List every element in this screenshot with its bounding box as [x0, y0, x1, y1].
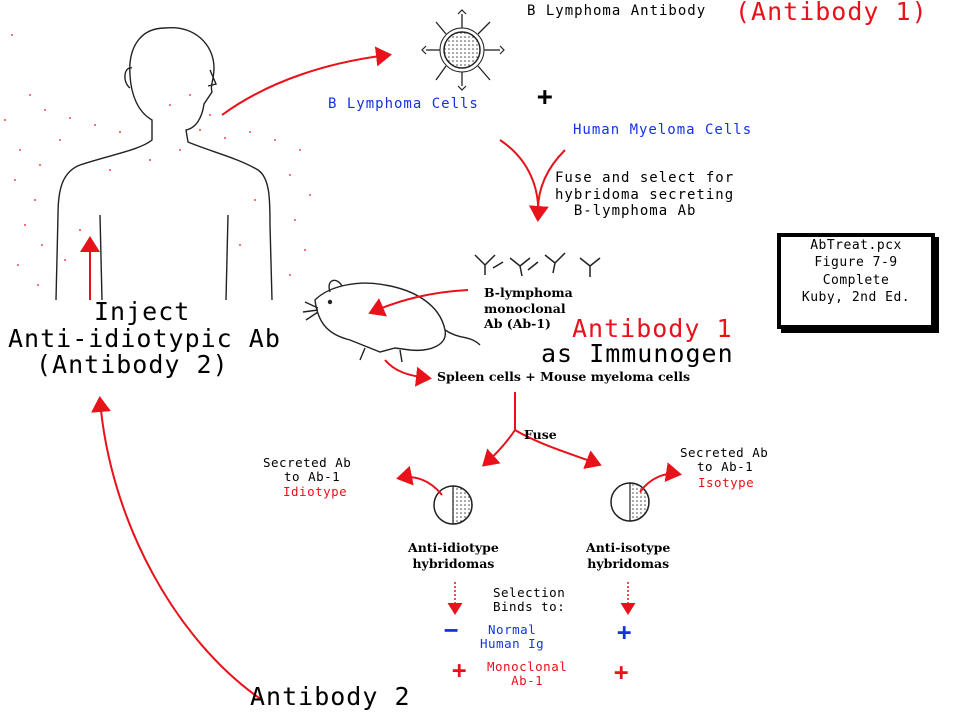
figure-info-box: AbTreat.pcx Figure 7-9 Complete Kuby, 2n…	[777, 233, 935, 329]
head-outline	[55, 27, 166, 301]
arrow-fuse-left-branch	[482, 429, 516, 467]
info-figure: Figure 7-9	[814, 255, 898, 271]
inject-label-line3: (Antibody 2)	[36, 350, 229, 379]
plus-sign-left-red: +	[452, 656, 467, 684]
anti-isotype-cell	[610, 482, 650, 522]
info-status: Complete	[822, 272, 890, 288]
mouse	[302, 279, 481, 363]
idiotype-label: Idiotype	[283, 484, 348, 499]
arrow-mouse-to-spleen	[384, 359, 432, 387]
arrow-antibody2-to-inject	[91, 396, 263, 701]
spleen-cells-label: Spleen cells + Mouse myeloma cells	[437, 369, 691, 384]
b-lymphoma-antibody-label: B Lymphoma Antibody	[527, 3, 707, 19]
plus-sign-right-blue: +	[617, 618, 632, 646]
arrow-fuse-right	[537, 149, 566, 211]
anti-idiotype-hybridomas-label: Anti-idiotype hybridomas	[408, 540, 499, 572]
anti-isotype-hybridomas-label: Anti-isotype hybridomas	[586, 540, 671, 572]
human-figure	[55, 27, 273, 301]
arrow-fuse-left	[499, 139, 549, 222]
arrow-cell-to-isotype	[639, 462, 682, 493]
b-lymphoma-monoclonal-label: B-lymphoma monoclonal Ab (Ab-1)	[484, 285, 573, 332]
info-filename: AbTreat.pcx	[810, 238, 902, 253]
b-lymphoma-cell	[421, 9, 505, 91]
secreted-left-line2: to Ab-1	[284, 469, 341, 484]
info-source: Kuby, 2nd Ed.	[801, 289, 911, 305]
isotype-label: Isotype	[698, 475, 755, 490]
plus-top: +	[537, 82, 553, 112]
as-immunogen-label: as Immunogen	[541, 339, 734, 368]
arrow-cell-to-idiotype	[396, 465, 443, 496]
antibody1-header-label: (Antibody 1)	[735, 0, 928, 26]
secreted-right-line2: to Ab-1	[697, 459, 754, 474]
arrow-patient-to-cells	[221, 46, 392, 116]
ear-outline	[124, 67, 133, 89]
nose-outline	[207, 69, 217, 87]
arm-line-right	[225, 214, 229, 301]
human-myeloma-cells-label: Human Myeloma Cells	[573, 122, 753, 138]
normal-human-ig-label: Normal Human Ig	[480, 622, 545, 652]
secreted-left-line1: Secreted Ab	[263, 455, 352, 470]
secreted-right-line1: Secreted Ab	[680, 445, 769, 460]
anti-idiotype-cell	[433, 485, 473, 525]
antibody1-big-label: Antibody 1	[572, 314, 733, 343]
monoclonal-ab1-label: Monoclonal Ab-1	[487, 659, 568, 689]
fuse-select-label: Fuse and select for hybridoma secreting …	[555, 170, 735, 220]
arm-line-left	[99, 214, 103, 301]
antibody2-bottom-label: Antibody 2	[250, 682, 411, 711]
inject-label-line2: Anti-idiotypic Ab	[8, 324, 281, 353]
b-lymphoma-cells-label: B Lymphoma Cells	[328, 96, 479, 112]
arrow-antibody-to-mouse	[368, 289, 469, 317]
inject-label-line1: Inject	[94, 297, 191, 326]
arrow-fuse-right-branch	[514, 429, 602, 469]
fuse-label: Fuse	[524, 427, 557, 442]
minus-sign-left: −	[444, 616, 459, 644]
face-outline	[164, 27, 273, 301]
red-dot-scatter	[4, 34, 311, 286]
plus-sign-right-red: +	[614, 658, 629, 686]
antibody-molecules	[474, 252, 601, 277]
selection-binds-label: Selection Binds to:	[493, 585, 566, 615]
